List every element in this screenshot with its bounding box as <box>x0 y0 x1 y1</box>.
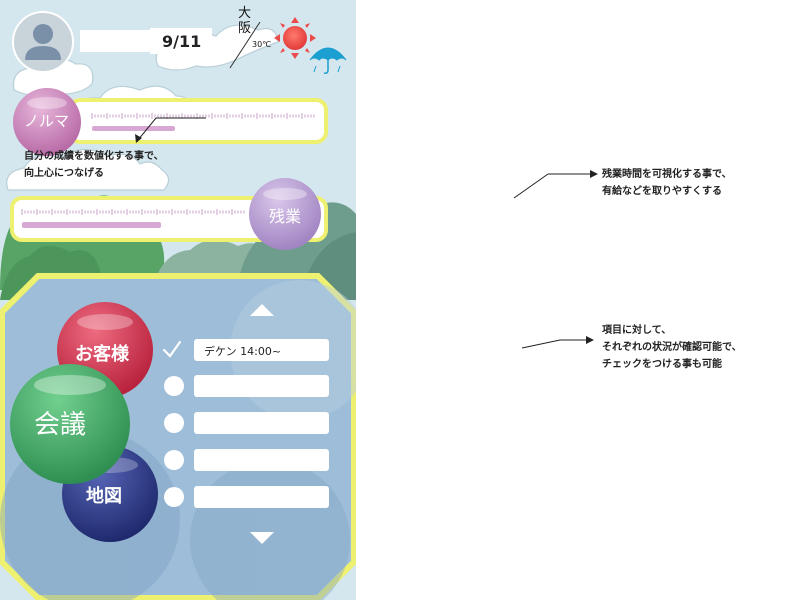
scroll-down-icon <box>250 532 274 544</box>
quota-button[interactable]: ノルマ <box>13 88 81 156</box>
annotation-line: 向上心につなげる <box>24 168 104 179</box>
scroll-up-icon <box>250 304 274 316</box>
avatar-icon <box>25 24 61 60</box>
meeting-label: 会議 <box>34 410 87 440</box>
name-field[interactable] <box>80 30 150 52</box>
list-item-checkbox[interactable] <box>164 376 184 396</box>
list-item-field[interactable]: デケン 14:00~ <box>194 339 329 361</box>
overtime-label: 残業 <box>269 207 302 226</box>
city-label: 大阪 <box>238 6 252 36</box>
annotation-line: 自分の成績を数値化する事で、 <box>24 151 164 162</box>
list-item-field[interactable] <box>194 412 329 434</box>
quota-annotation: 自分の成績を数値化する事で、 向上心につなげる <box>24 148 164 182</box>
list-item-checkbox[interactable] <box>164 487 184 507</box>
annotation-line: チェックをつける事も可能 <box>602 359 722 370</box>
quota-ruler-ticks <box>91 113 315 119</box>
date-field: 9/11 <box>150 28 212 54</box>
quota-progress-fill <box>92 126 175 131</box>
meeting-button[interactable]: 会議 <box>10 364 130 484</box>
umbrella-icon <box>309 47 347 74</box>
annotation-line: 項目に対して、 <box>602 325 672 336</box>
quota-label: ノルマ <box>24 112 70 130</box>
list-item-text: デケン 14:00~ <box>204 345 282 358</box>
customer-button[interactable]: お客様 <box>57 302 153 398</box>
overtime-annotation: 残業時間を可視化する事で、 有給などを取りやすくする <box>602 166 732 200</box>
overtime-button[interactable]: 残業 <box>249 178 321 250</box>
annotation-line: それぞれの状況が確認可能で、 <box>602 342 742 353</box>
overtime-progress-fill <box>22 222 161 228</box>
sun-icon <box>274 17 316 59</box>
overtime-ball <box>249 178 321 250</box>
app-screen: 9/11 大阪 30℃ ノルマ 残業 お客様 地図 会議 デケン 14:00~ <box>0 0 356 600</box>
list-item-field[interactable] <box>194 449 329 471</box>
background-scenery <box>0 0 356 600</box>
check-mark-icon <box>162 340 182 358</box>
annotation-line: 有給などを取りやすくする <box>602 186 722 197</box>
customer-label: お客様 <box>75 344 129 365</box>
overtime-ruler-ticks <box>21 209 245 215</box>
meeting-ball <box>10 364 130 484</box>
list-item-field[interactable] <box>194 486 329 508</box>
cloud <box>6 148 170 191</box>
overtime-bar-frame <box>10 196 328 242</box>
annotation-line: 残業時間を可視化する事で、 <box>602 169 732 180</box>
map-label: 地図 <box>86 486 122 507</box>
quota-ball <box>13 88 81 156</box>
divider-slash <box>229 21 261 69</box>
list-annotation: 項目に対して、 それぞれの状況が確認可能で、 チェックをつける事も可能 <box>602 322 742 373</box>
list-item-field[interactable] <box>194 375 329 397</box>
list-item-checkbox[interactable] <box>164 413 184 433</box>
map-button[interactable]: 地図 <box>62 446 158 542</box>
date-label: 9/11 <box>162 32 202 51</box>
list-item-checkbox[interactable] <box>164 450 184 470</box>
